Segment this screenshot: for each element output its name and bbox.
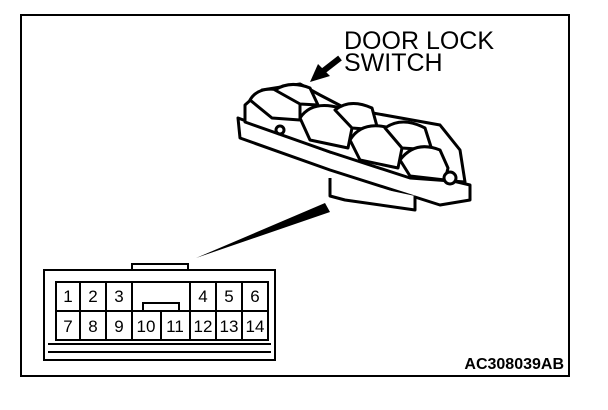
pin-label: 13 xyxy=(220,317,239,336)
pin-label: 4 xyxy=(198,287,207,306)
figure-code: AC308039AB xyxy=(464,356,564,373)
pin-label: 3 xyxy=(114,287,123,306)
pin-label: 1 xyxy=(63,287,72,306)
callout-label-line2: SWITCH xyxy=(344,49,443,77)
connector-outline xyxy=(43,263,276,361)
pin-label: 9 xyxy=(114,317,123,336)
callout-label-line1: DOOR LOCK xyxy=(344,27,495,55)
connector-pin-labels: 1 2 3 4 5 6 7 8 9 10 11 12 13 14 xyxy=(63,287,264,336)
pin-label: 6 xyxy=(250,287,259,306)
pin-label: 14 xyxy=(246,317,265,336)
pin-label: 11 xyxy=(166,317,184,336)
connector-leader xyxy=(196,203,330,258)
pin-label: 8 xyxy=(88,317,97,336)
pin-label: 7 xyxy=(63,317,72,336)
pin-label: 10 xyxy=(137,317,156,336)
callout-arrow xyxy=(310,55,342,82)
door-lock-switch-illustration xyxy=(236,82,472,212)
pin-label: 5 xyxy=(224,287,233,306)
pin-label: 12 xyxy=(194,317,213,336)
pin-label: 2 xyxy=(88,287,97,306)
